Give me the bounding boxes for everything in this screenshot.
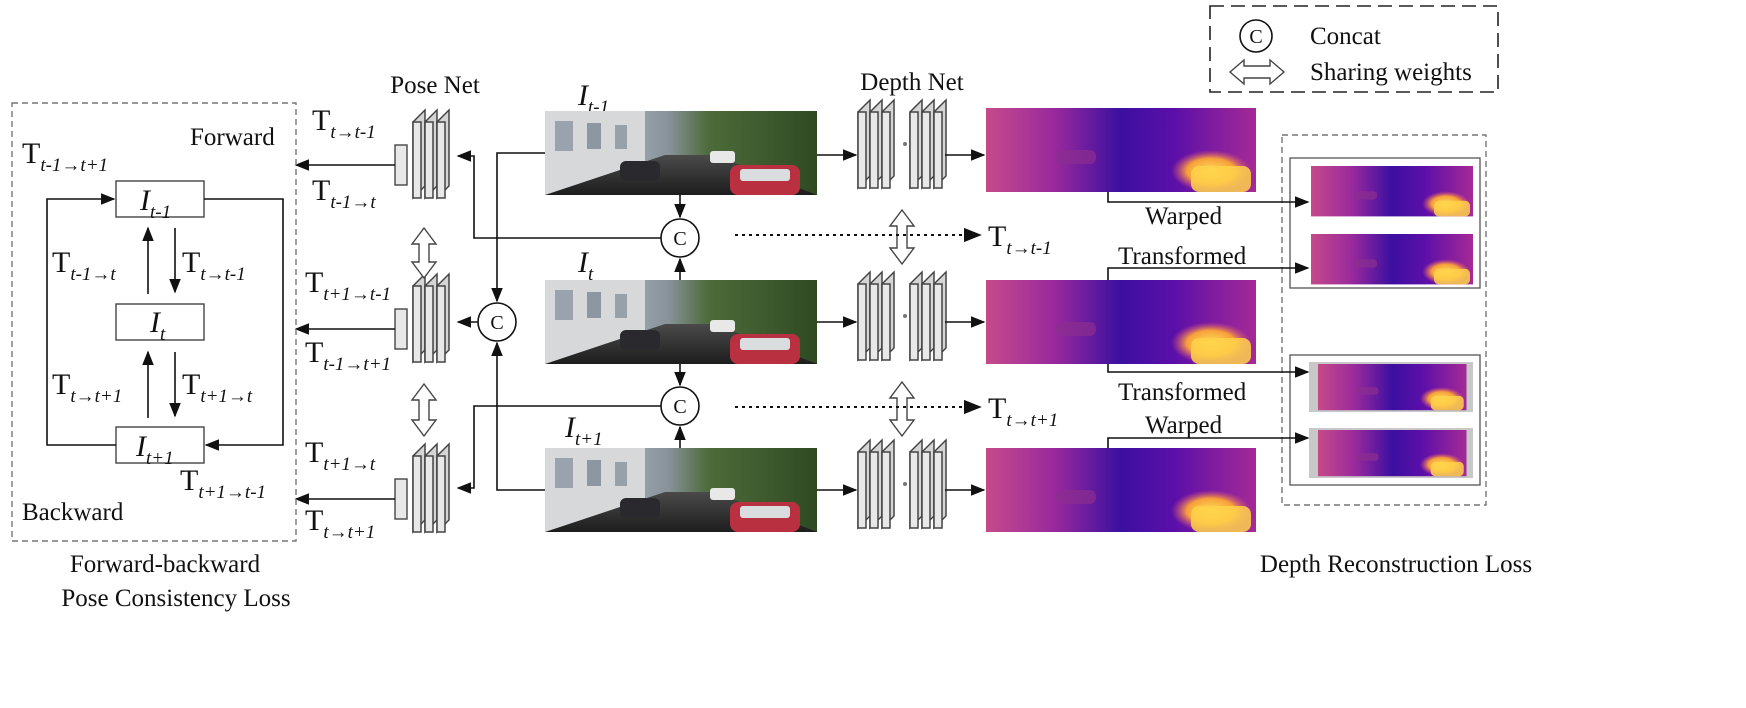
legend-box: C Concat Sharing weights — [1209, 5, 1499, 93]
input-frame-prev — [545, 111, 817, 195]
recon-transformed-1 — [1311, 234, 1473, 285]
node-frame-prev — [115, 180, 205, 218]
consistency-caption-1: Forward-backward — [70, 551, 261, 578]
concat-symbol: C — [1249, 26, 1262, 48]
consistency-box: Forward Backward Tt-1→t+1 Tt+1→t-1 It-1 … — [11, 102, 297, 542]
frame-label-next: It+1 — [564, 411, 603, 450]
pose-net-bot — [394, 443, 450, 533]
pose-net-mid — [394, 273, 450, 363]
concat-node-bot: C — [660, 386, 700, 426]
dotted-pose-outputs — [735, 227, 982, 415]
pose-net-top — [394, 109, 450, 199]
concat-label: Concat — [1310, 23, 1381, 50]
recon-warped-1 — [1311, 166, 1473, 217]
pose-bottom-right: Tt+1→t-1 — [180, 464, 266, 503]
concat-wiring — [294, 150, 686, 505]
depth-net-title: Depth Net — [860, 69, 963, 96]
sharing-weights-icon — [1228, 58, 1286, 86]
backward-label: Backward — [22, 499, 124, 526]
pose-label-bot-a: Tt+1→t — [305, 436, 376, 475]
pose-down1: Tt→t-1 — [182, 246, 246, 285]
pose-label-mid-a: Tt+1→t-1 — [305, 266, 391, 305]
pose-top-left: Tt-1→t+1 — [22, 137, 108, 176]
node-frame-curr — [115, 303, 205, 341]
pose-output-a: Tt→t-1 — [988, 220, 1052, 259]
svg-text:C: C — [673, 396, 686, 418]
label-warped-1: Warped — [1145, 203, 1223, 230]
pose-up1: Tt-1→t — [52, 246, 116, 285]
node-frame-next — [115, 426, 205, 464]
recon-transformed-2 — [1318, 364, 1467, 411]
input-frame-curr — [545, 280, 817, 364]
concat-icon — [1239, 19, 1273, 53]
consistency-caption-2: Pose Consistency Loss — [61, 585, 290, 612]
node-frame-next-label: It+1 — [135, 430, 174, 469]
forward-label: Forward — [190, 124, 275, 151]
concat-node-top: C — [660, 218, 700, 258]
depth-map-curr — [986, 280, 1256, 364]
reconstruction-caption: Depth Reconstruction Loss — [1260, 551, 1532, 578]
depth-net-mid — [857, 271, 947, 361]
pose-up2: Tt→t+1 — [52, 368, 122, 407]
label-warped-2: Warped — [1145, 412, 1223, 439]
input-frame-next — [545, 448, 817, 532]
depth-map-prev — [986, 108, 1256, 192]
depth-arrows — [817, 149, 986, 496]
svg-text:C: C — [673, 228, 686, 250]
sharing-weights-label: Sharing weights — [1310, 59, 1472, 86]
svg-text:C: C — [490, 312, 503, 334]
node-frame-prev-label: It-1 — [139, 184, 171, 223]
pose-label-bot-b: Tt→t+1 — [305, 504, 375, 543]
reconstruction-arrows — [1107, 192, 1310, 448]
pose-down2: Tt+1→t — [182, 368, 253, 407]
depth-net-top — [857, 99, 947, 189]
reconstruction-box — [1281, 134, 1487, 506]
concat-node-mid: C — [477, 302, 517, 342]
label-transformed-1: Transformed — [1118, 243, 1247, 270]
depth-map-next — [986, 448, 1256, 532]
node-frame-curr-label: It — [149, 306, 166, 345]
pose-label-top-b: Tt-1→t — [312, 174, 376, 213]
label-transformed-2: Transformed — [1118, 379, 1247, 406]
recon-warped-2 — [1318, 430, 1467, 477]
pose-net-title: Pose Net — [390, 72, 480, 99]
depth-net-bot — [857, 439, 947, 529]
frame-label-curr: It — [577, 246, 594, 285]
pose-output-b: Tt→t+1 — [988, 392, 1058, 431]
pose-label-top-a: Tt→t-1 — [312, 104, 376, 143]
sharing-arrows — [410, 208, 916, 438]
pose-label-mid-b: Tt-1→t+1 — [305, 336, 391, 375]
